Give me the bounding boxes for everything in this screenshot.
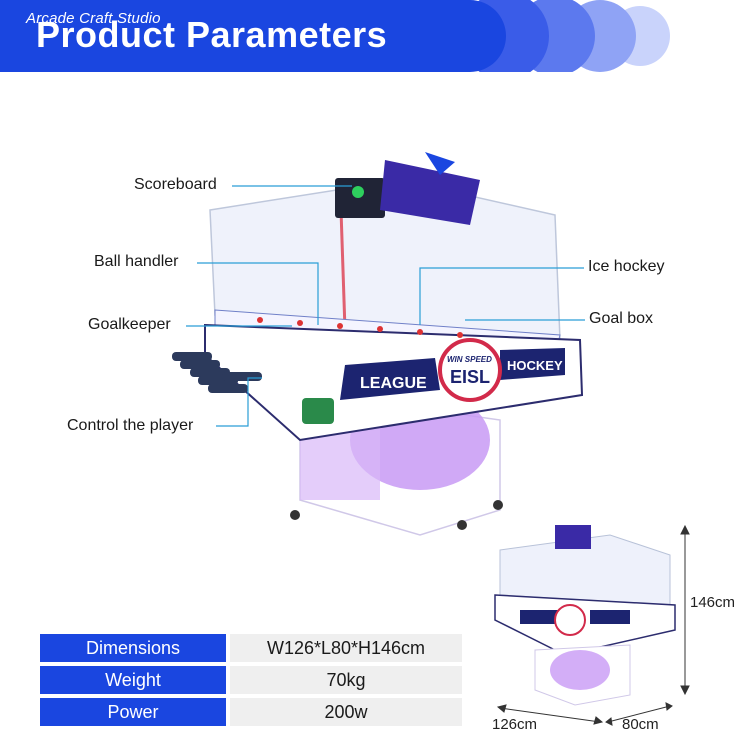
badge-text: EISL <box>450 367 490 387</box>
dimension-height: 146cm <box>690 594 736 611</box>
spec-label: Weight <box>40 666 226 694</box>
callout-scoreboard: Scoreboard <box>134 176 217 193</box>
spec-label: Dimensions <box>40 634 226 662</box>
spec-row-power: Power 200w <box>40 698 462 726</box>
page-title: Product Parameters <box>36 14 388 55</box>
banner-background <box>0 0 750 72</box>
callout-goal-box: Goal box <box>589 310 654 327</box>
sign-league: LEAGUE <box>360 375 427 392</box>
spec-row-dimensions: Dimensions W126*L80*H146cm <box>40 634 462 662</box>
dimension-thumbnail <box>494 524 690 726</box>
hockey-machine-illustration: LEAGUE HOCKEY WIN SPEED EISL <box>172 152 584 536</box>
spec-value: 200w <box>230 698 462 726</box>
header-banner: Arcade Craft Studio Product Parameters <box>0 0 750 72</box>
badge-top-text: WIN SPEED <box>447 355 492 364</box>
spec-value: 70kg <box>230 666 462 694</box>
callout-goalkeeper: Goalkeeper <box>88 316 171 333</box>
spec-value: W126*L80*H146cm <box>230 634 462 662</box>
callout-control-player: Control the player <box>67 417 194 434</box>
comets-badge <box>302 398 334 424</box>
scoreboard-panel <box>335 178 385 218</box>
top-logo <box>380 160 480 225</box>
spec-label: Power <box>40 698 226 726</box>
callout-ice-hockey: Ice hockey <box>588 258 665 275</box>
callout-ball-handler: Ball handler <box>94 253 179 270</box>
dimension-depth: 80cm <box>622 716 659 733</box>
center-badge <box>438 338 502 402</box>
brand-name: Arcade Craft Studio <box>26 10 161 27</box>
dimension-width: 126cm <box>492 716 538 733</box>
specs-table: Dimensions W126*L80*H146cm Weight 70kg P… <box>40 634 462 730</box>
rink-players <box>257 317 463 338</box>
sign-hockey: HOCKEY <box>507 358 563 373</box>
player-handles <box>172 352 262 393</box>
spec-row-weight: Weight 70kg <box>40 666 462 694</box>
